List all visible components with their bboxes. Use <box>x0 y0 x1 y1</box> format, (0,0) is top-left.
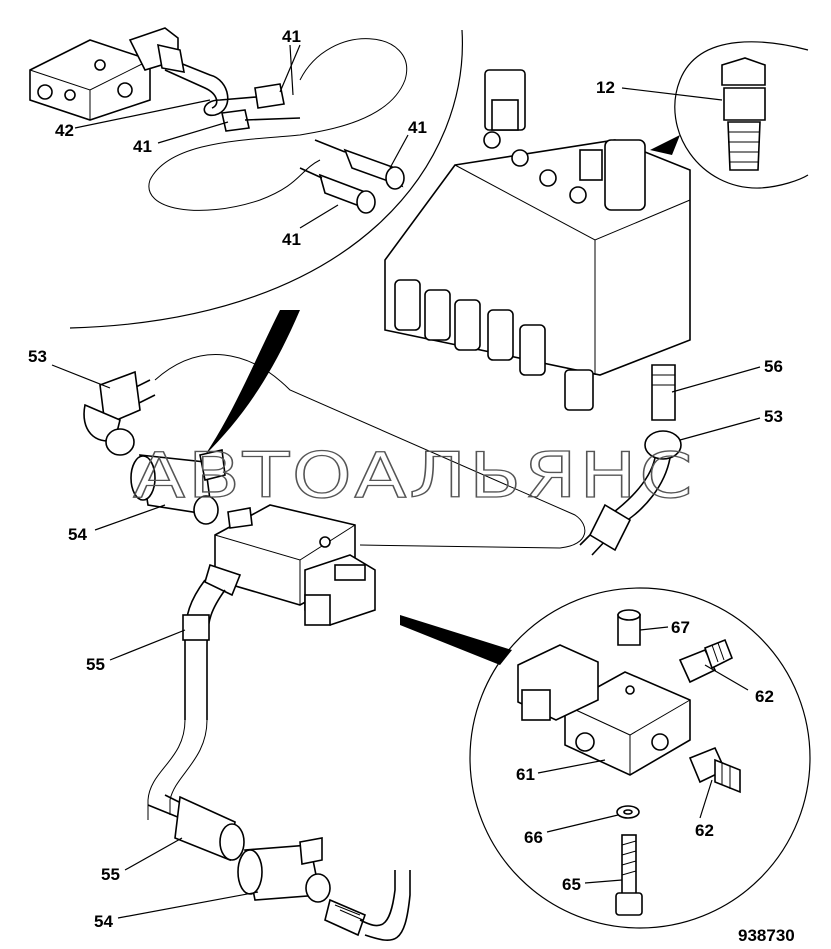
detail-circle-top-left <box>69 29 463 329</box>
callout-62-lower: 62 <box>695 821 714 840</box>
detail-adapter-62-upper <box>678 638 734 684</box>
detail-valve-block <box>29 27 179 121</box>
solenoid-valve-block <box>214 504 376 626</box>
callout-41-c: 41 <box>408 118 427 137</box>
detail-pin-67 <box>617 609 641 646</box>
pointer-solenoid-detail <box>400 615 512 665</box>
pointer-12 <box>650 135 680 155</box>
callout-54-upper: 54 <box>68 525 87 544</box>
callout-62-upper: 62 <box>755 687 774 706</box>
callout-54-lower: 54 <box>94 912 113 931</box>
document-number: 938730 <box>738 926 795 945</box>
callout-41-b: 41 <box>133 137 152 156</box>
callout-66: 66 <box>524 828 543 847</box>
callout-42: 42 <box>55 121 74 140</box>
callout-61: 61 <box>516 765 535 784</box>
callout-55-upper: 55 <box>86 655 105 674</box>
callout-56: 56 <box>764 357 783 376</box>
detail-bolt-65 <box>615 834 643 916</box>
detail-adapter-62-lower <box>688 746 741 794</box>
pipe-outline-top <box>154 354 586 549</box>
hose-55 <box>147 563 242 820</box>
tee-54-upper <box>130 449 226 525</box>
callout-12: 12 <box>596 78 615 97</box>
u-bend-pipe <box>157 43 301 132</box>
detail-washer-66 <box>616 805 640 819</box>
detail-plug-12 <box>721 57 766 171</box>
pipe-run-right <box>579 364 682 556</box>
ferrule-group <box>299 139 405 214</box>
detail-circle-bottom-right <box>469 587 811 929</box>
detail-valve-61 <box>517 644 691 776</box>
callout-53-right: 53 <box>764 407 783 426</box>
elbow-53 <box>83 370 156 456</box>
watermark-text: АВТОАЛЬЯНС <box>133 439 695 512</box>
lower-hose-and-tee <box>147 794 411 942</box>
hose-loop-outline <box>148 38 408 211</box>
pointer-detail-to-tee <box>205 310 300 455</box>
callout-65: 65 <box>562 875 581 894</box>
callout-67: 67 <box>671 618 690 637</box>
callout-41-a: 41 <box>282 27 301 46</box>
injection-pump <box>384 69 691 411</box>
detail-circle-top-right <box>674 41 809 189</box>
callout-41-d: 41 <box>282 230 301 249</box>
leader-lines <box>51 44 761 919</box>
callout-53-left: 53 <box>28 347 47 366</box>
callout-55-lower: 55 <box>101 865 120 884</box>
